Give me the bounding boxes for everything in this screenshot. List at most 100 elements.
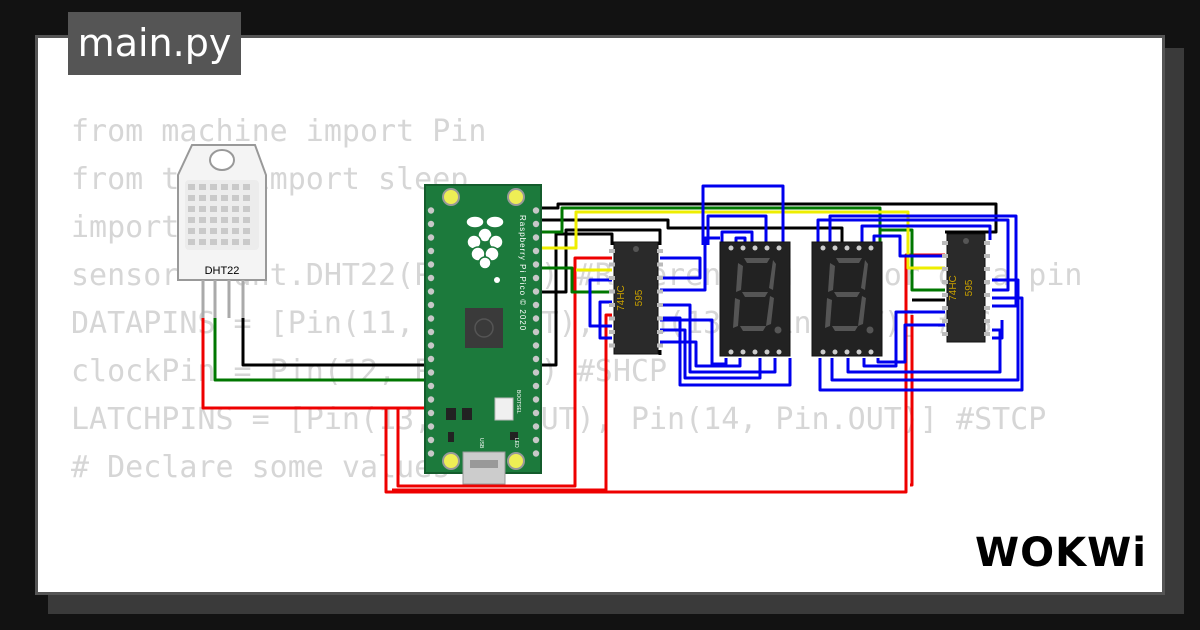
file-tab[interactable]: main.py: [68, 12, 241, 75]
display-pin: [776, 245, 782, 251]
display-pin: [844, 349, 850, 355]
display-pin: [820, 349, 826, 355]
pin-header: [427, 328, 435, 336]
display-pin: [728, 245, 734, 251]
bootsel-label: BOOTSEL: [515, 390, 521, 414]
mount-hole: [507, 452, 525, 470]
pico-component: [446, 408, 456, 420]
pin-header: [532, 315, 540, 322]
display-pin: [868, 245, 874, 251]
vent-hole: [221, 206, 228, 212]
wire-blue: [862, 310, 945, 368]
ic-pin: [984, 306, 990, 310]
ic-pin: [609, 289, 615, 294]
ic-pin: [609, 330, 615, 334]
vent-hole: [210, 228, 217, 234]
ic-pin: [609, 316, 615, 321]
display-pins: [728, 245, 782, 355]
display-pin: [752, 349, 758, 355]
ic-pin: [657, 249, 663, 253]
ic-notch: [963, 238, 969, 244]
ic-pin: [657, 276, 663, 280]
ic-pin: [984, 319, 990, 323]
wire-red-power: [201, 285, 436, 410]
pin-header: [532, 450, 540, 457]
ic-pin: [942, 241, 948, 245]
pin-header: [532, 396, 540, 403]
pin-header: [532, 288, 540, 295]
vent-hole: [199, 217, 206, 223]
wire-yellow: [534, 210, 945, 270]
pin-header: [532, 261, 540, 268]
bootsel-button[interactable]: [494, 397, 514, 421]
dht22-sensor[interactable]: DHT22: [177, 144, 267, 318]
vent-hole: [232, 228, 239, 234]
wire-green: [878, 228, 945, 292]
ic-pin: [942, 280, 948, 284]
ic-pin: [609, 343, 615, 348]
raspberry-pi-pico[interactable]: Raspberry Pi Pico © 2020 BOOTSEL LED USB: [424, 184, 542, 485]
pin-header: [427, 315, 435, 322]
segment: [828, 263, 835, 292]
segment: [832, 326, 858, 331]
shift-register-1[interactable]: 74HC 595: [609, 241, 663, 355]
ic-pin: [657, 316, 663, 321]
wire-blue: [588, 278, 612, 328]
pin-header: [532, 423, 540, 430]
display-pins: [820, 245, 874, 355]
ic-pin: [657, 262, 663, 267]
wire-blue: [660, 236, 720, 292]
display-pin: [776, 349, 782, 355]
vent-hole: [188, 239, 195, 245]
seven-segment-display-2[interactable]: [811, 241, 883, 357]
wire-blue: [860, 224, 992, 245]
wokwi-logo: WOKWi: [975, 530, 1146, 574]
segment: [858, 296, 866, 326]
seven-segment-display-1[interactable]: [719, 241, 791, 357]
vent-hole: [243, 195, 250, 201]
vent-hole: [232, 217, 239, 223]
ic-pin: [984, 254, 990, 258]
shift-register-2[interactable]: 74HC 595: [942, 233, 990, 343]
vent-hole: [243, 228, 250, 234]
vent-hole: [221, 217, 228, 223]
display-pin: [856, 245, 862, 251]
mount-hole: [507, 188, 525, 206]
pin-header: [427, 355, 435, 363]
vent-hole: [199, 206, 206, 212]
wire-red-power: [910, 315, 914, 487]
pin-header: [532, 342, 540, 349]
vent-hole: [232, 239, 239, 245]
led-label: LED: [513, 438, 519, 448]
pin-header: [532, 328, 540, 336]
wire-blue: [876, 323, 945, 364]
ic-pin: [942, 267, 948, 271]
display-pin: [832, 349, 838, 355]
vent-hole: [221, 195, 228, 201]
vent-hole: [232, 206, 239, 212]
wires: [201, 184, 1024, 494]
vent-hole: [199, 195, 206, 201]
wire-green: [534, 266, 612, 294]
code-line: # Declare some values: [71, 450, 451, 485]
display-pin: [740, 349, 746, 355]
wire-blue: [816, 218, 1010, 292]
rp2040-logo-icon: [474, 318, 494, 338]
wire-black: [534, 202, 998, 234]
rp2040-chip: [465, 308, 503, 348]
pico-pin-headers: [427, 207, 540, 457]
pico-component: [448, 432, 454, 442]
vent-hole: [221, 239, 228, 245]
display-pin: [764, 245, 770, 251]
vent-hole: [243, 239, 250, 245]
vent-hole: [243, 217, 250, 223]
vent-hole: [210, 217, 217, 223]
pin-header: [532, 220, 540, 228]
ic-pin: [942, 332, 948, 336]
pin-header: [532, 274, 540, 282]
wire-green-data: [213, 290, 436, 382]
pin-header: [427, 301, 435, 309]
wire-blue: [818, 296, 1024, 392]
pin-header: [532, 436, 540, 444]
